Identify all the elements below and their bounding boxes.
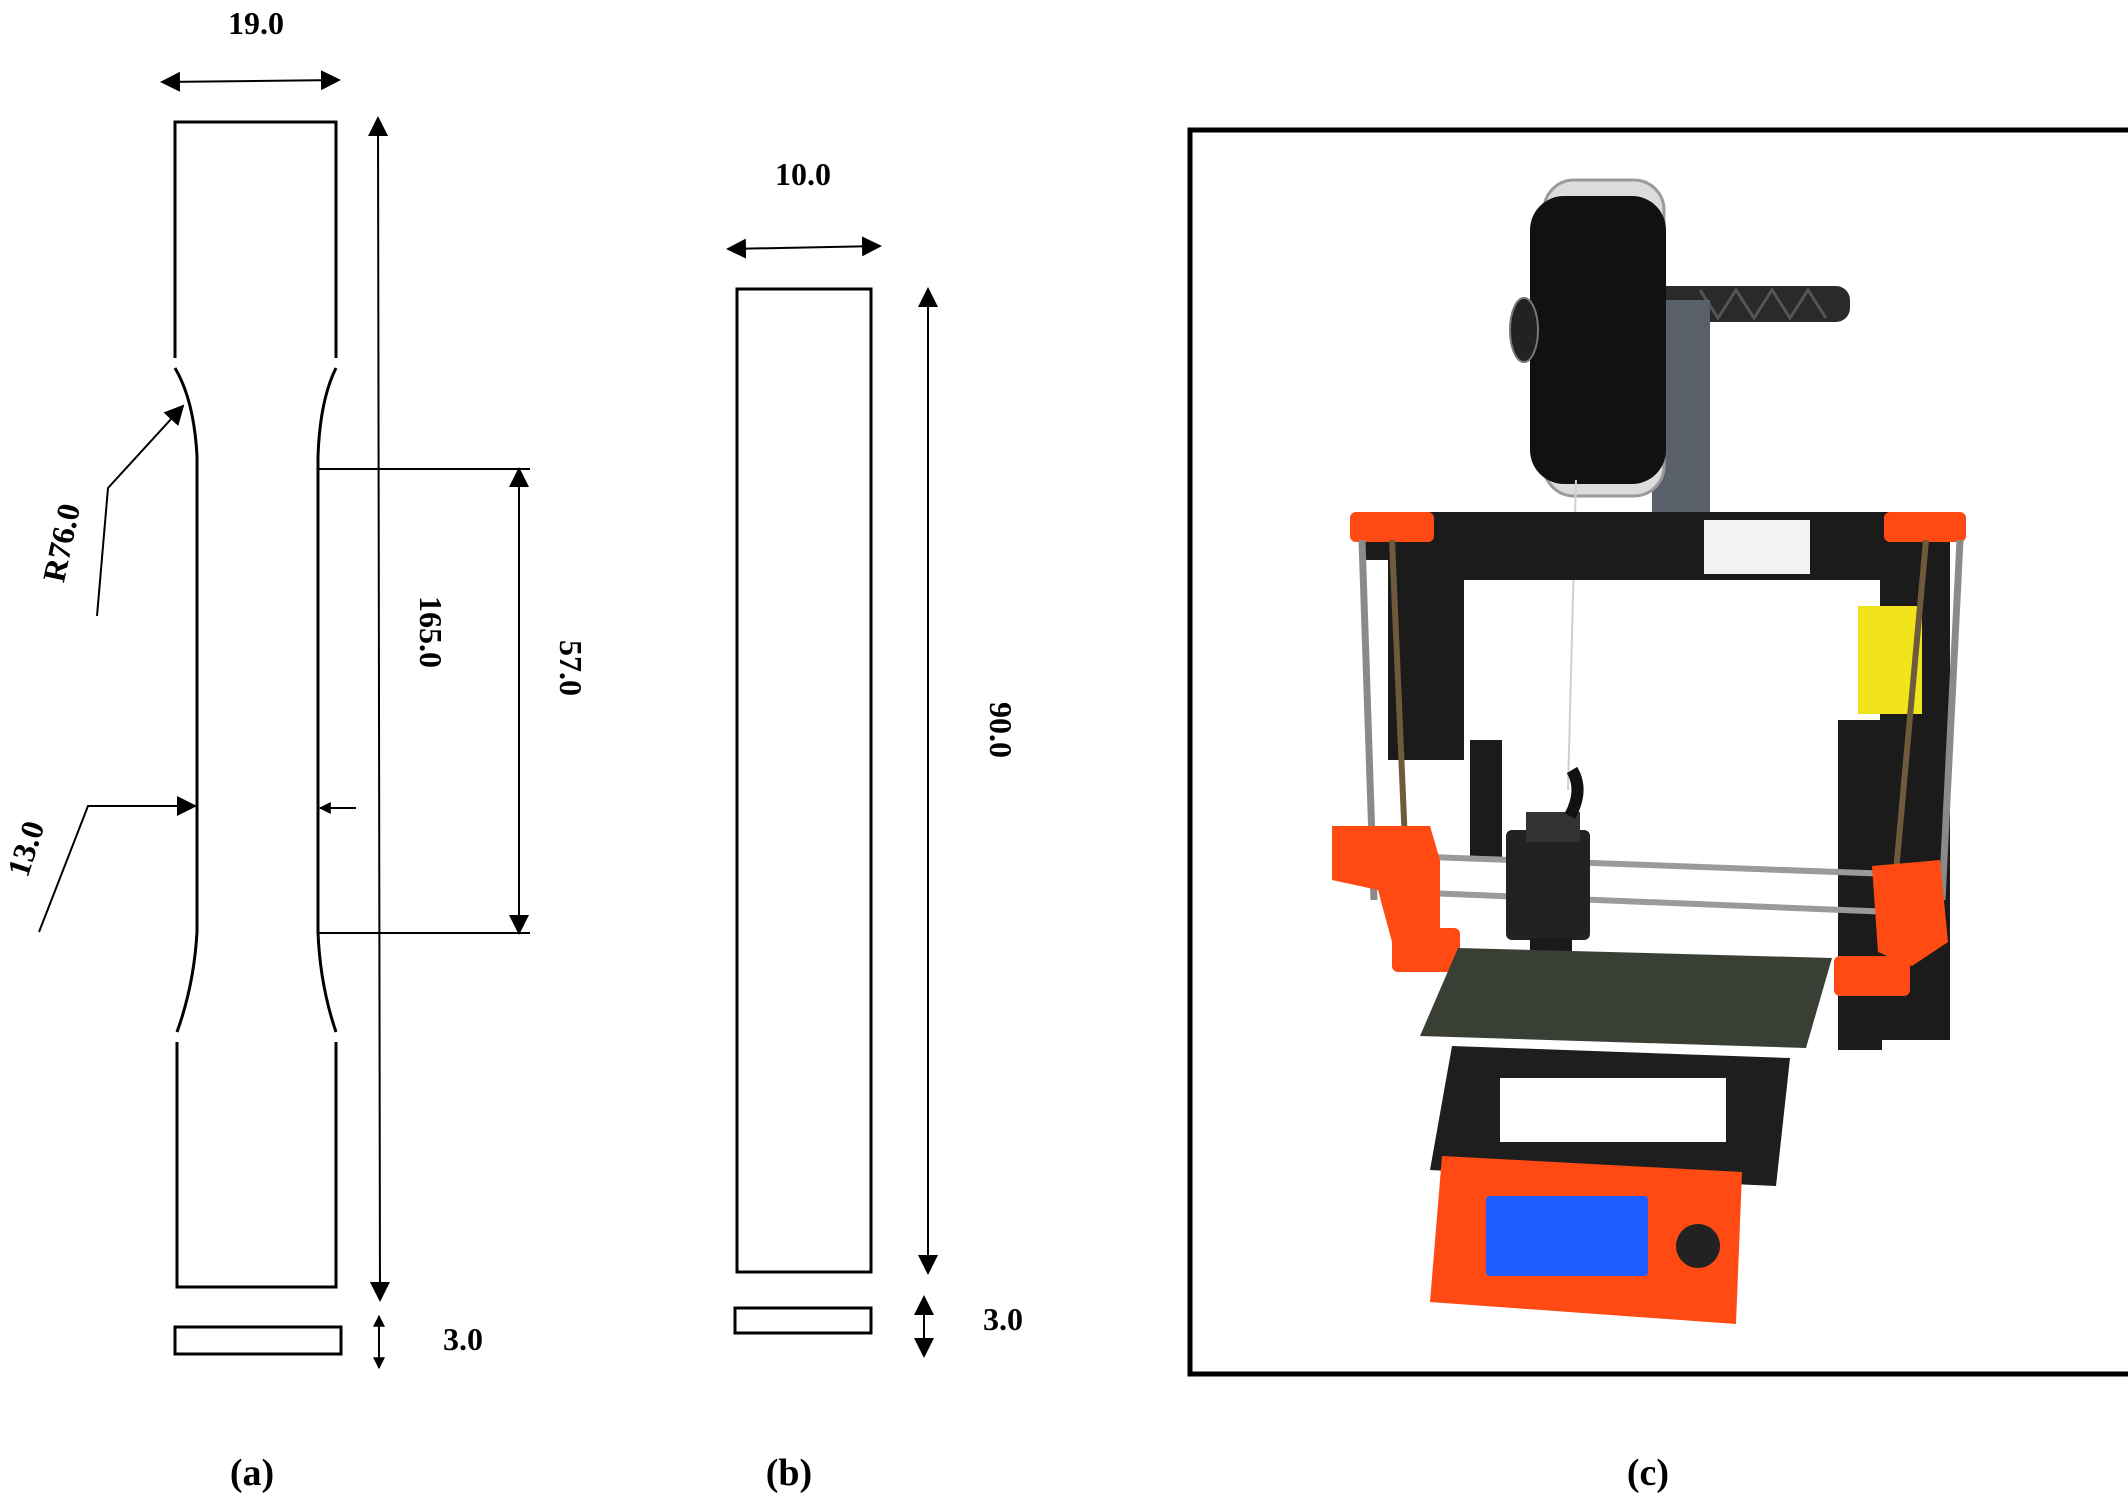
chassis-opening: [1500, 1078, 1726, 1142]
frame-left-post: [1470, 740, 1502, 860]
lcd-screen: [1486, 1196, 1648, 1276]
thickness-b-label: 3.0: [983, 1301, 1023, 1337]
x-axis-rod-bottom: [1401, 889, 1893, 915]
overall-length-arrow: [368, 116, 390, 1302]
specimen-b-thickness-view: [733, 1306, 873, 1335]
printer-photo-panel: [1187, 127, 2128, 1377]
radius-leader: [96, 404, 185, 617]
thickness-a-label: 3.0: [443, 1321, 483, 1357]
x-axis-rod-top: [1401, 853, 1893, 877]
caption-b: (b): [766, 1452, 812, 1494]
width-b-arrow: [726, 236, 882, 259]
control-knob: [1676, 1224, 1720, 1268]
bowden-tube: [1564, 766, 1584, 819]
top-right-bracket: [1884, 512, 1966, 542]
overall-length-label: 165.0: [413, 596, 449, 668]
brand-sticker: [1704, 520, 1810, 574]
width-dimension-arrow: [160, 70, 341, 92]
length-b-label: 90.0: [983, 702, 1019, 758]
width-b-label: 10.0: [775, 156, 831, 192]
spool-holder-pattern: [1698, 287, 1828, 321]
right-z-rod: [1938, 539, 1964, 901]
filament-spool: [1530, 196, 1666, 484]
specimen-b-outline: [735, 287, 873, 1274]
width-dimension-label: 19.0: [228, 5, 284, 41]
radius-label: R76.0: [35, 500, 87, 585]
specimen-a-thickness-view: [173, 1325, 343, 1356]
right-z-motor-mount: [1834, 956, 1910, 996]
heated-bed: [1420, 948, 1832, 1048]
left-z-motor-mount: [1392, 928, 1460, 972]
right-x-end: [1872, 860, 1948, 966]
specimen-a-diagram: 19.0 165.0 57.0 R76.0 13.0 3.0 (a): [0, 5, 589, 1494]
caption-c: (c): [1627, 1452, 1669, 1494]
extruder-body: [1506, 830, 1590, 940]
spool-hub: [1509, 297, 1539, 363]
narrow-width-leader: [38, 796, 197, 933]
dogbone-outline: [173, 120, 338, 1289]
gauge-length-label: 57.0: [553, 640, 589, 696]
narrow-width-label: 13.0: [0, 816, 51, 880]
extruder-top: [1526, 812, 1580, 842]
left-x-end: [1332, 826, 1440, 942]
specimen-b-diagram: 10.0 90.0 3.0 (b): [726, 156, 1023, 1494]
top-left-bracket: [1350, 512, 1434, 542]
caption-a: (a): [230, 1452, 274, 1494]
